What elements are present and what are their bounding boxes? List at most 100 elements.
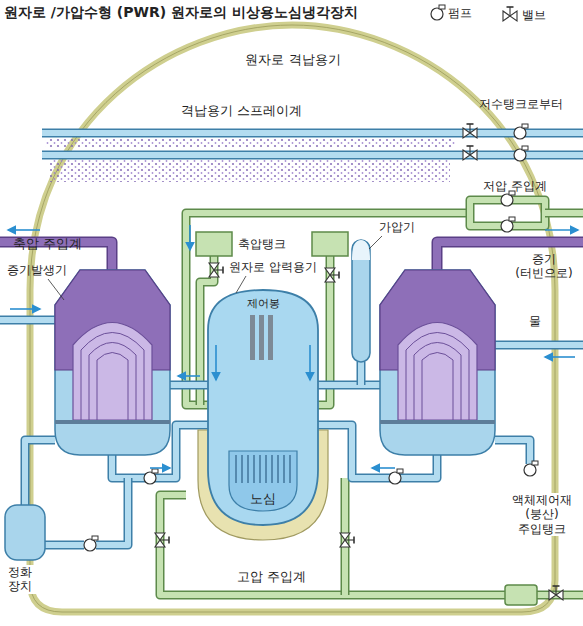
path-shape: [42, 151, 583, 160]
rect-shape: [45, 138, 455, 148]
part-label: 증기발생기: [6, 263, 68, 277]
path-shape: [495, 342, 583, 348]
use-shape: [325, 268, 339, 282]
reactor-vessel: [150, 225, 395, 540]
system-label: 격납용기 스프레이계: [180, 103, 303, 119]
node-text: 노심: [228, 491, 298, 507]
fuel-rod: [283, 455, 284, 483]
fuel-rod: [277, 455, 278, 483]
path-shape: [545, 210, 583, 216]
path-shape: [170, 381, 208, 390]
legend-text: 밸브: [522, 8, 546, 22]
part-label: 정화 장치: [3, 565, 37, 594]
rect-shape: [50, 160, 450, 182]
reactor-core: 노심: [228, 450, 298, 512]
line-shape: [150, 467, 170, 469]
use-shape: [503, 7, 517, 21]
path-shape: [437, 242, 583, 270]
line-shape: [545, 356, 575, 358]
use-shape: [155, 533, 169, 547]
fuel-rod: [235, 455, 236, 483]
line-shape: [10, 308, 40, 310]
path-shape: [358, 362, 364, 385]
path-shape: [357, 362, 366, 385]
path-shape: [170, 382, 208, 388]
fuel-rod: [289, 455, 290, 483]
line-shape: [309, 345, 311, 380]
rect-shape: [5, 505, 45, 560]
rect-shape: [352, 240, 370, 362]
line-shape: [372, 467, 395, 469]
leader-lines: [48, 236, 382, 300]
steam-generator: [380, 270, 495, 455]
use-shape: [524, 461, 538, 476]
spray-system: [42, 124, 583, 182]
path-shape: [318, 381, 380, 390]
line-shape: [178, 375, 200, 377]
rect-shape: [259, 315, 264, 360]
part-label: 가압기: [378, 220, 416, 234]
line-shape: [215, 345, 217, 380]
node-text: 원자로 격납용기: [28, 52, 558, 68]
path-shape: [495, 440, 530, 464]
system-label: 축압 주입계: [12, 236, 83, 252]
use-shape: [84, 536, 98, 551]
rect-shape: [250, 315, 255, 360]
use-shape: [501, 217, 515, 232]
line-shape: [8, 229, 40, 231]
fuel-rod: [241, 455, 242, 483]
containment-edge: [30, 25, 555, 612]
path-shape: [42, 152, 583, 158]
containment-wall: [30, 25, 555, 612]
use-shape: [514, 124, 528, 139]
line-shape: [545, 229, 578, 231]
rect-shape: [505, 585, 537, 605]
system-label: 저압 주입계: [482, 179, 548, 193]
diagram-title: 원자로 /가압수형 (PWR) 원자로의 비상용노심냉각장치: [4, 4, 358, 21]
rect-shape: [312, 232, 348, 256]
legend-text: 펌프: [448, 6, 472, 20]
system-label: 고압 주입계: [236, 569, 307, 585]
line-shape: [189, 225, 191, 250]
line-shape: [48, 279, 64, 300]
part-label: 원자로 압력용기: [228, 260, 318, 274]
part-label: 축압탱크: [237, 237, 287, 251]
use-shape: [209, 263, 223, 277]
core-shape: [229, 451, 297, 511]
use-shape: [463, 124, 477, 138]
legend-symbols: [431, 5, 517, 21]
flow-label: 물: [528, 314, 542, 328]
fuel-rod: [271, 455, 272, 483]
path-shape: [42, 129, 583, 138]
path-shape: [495, 440, 530, 464]
pressurizer: [352, 240, 370, 362]
use-shape: [514, 146, 528, 161]
steam-generator: [55, 270, 170, 455]
use-shape: [340, 533, 354, 547]
part-label: 제어봉: [246, 297, 281, 310]
use-shape: [389, 469, 403, 484]
path-shape: [208, 290, 318, 525]
line-shape: [369, 236, 382, 249]
path-shape: [352, 240, 370, 260]
use-shape: [431, 5, 445, 20]
path-shape: [495, 341, 583, 350]
source-label: 저수탱크로부터: [478, 97, 564, 111]
path-shape: [25, 440, 55, 505]
flow-label: 증기 (터빈으로): [505, 252, 583, 281]
path-shape: [96, 478, 128, 545]
fuel-rod: [259, 455, 260, 483]
path-shape: [96, 478, 128, 545]
use-shape: [144, 469, 158, 484]
path-shape: [318, 382, 380, 388]
rect-shape: [268, 315, 273, 360]
part-label: 액체제어재 (붕산) 주입탱크: [502, 493, 582, 536]
use-shape: [463, 146, 477, 160]
path-shape: [545, 209, 583, 218]
path-shape: [0, 316, 55, 325]
use-shape: [501, 191, 515, 206]
path-shape: [45, 541, 84, 550]
path-shape: [25, 440, 55, 505]
